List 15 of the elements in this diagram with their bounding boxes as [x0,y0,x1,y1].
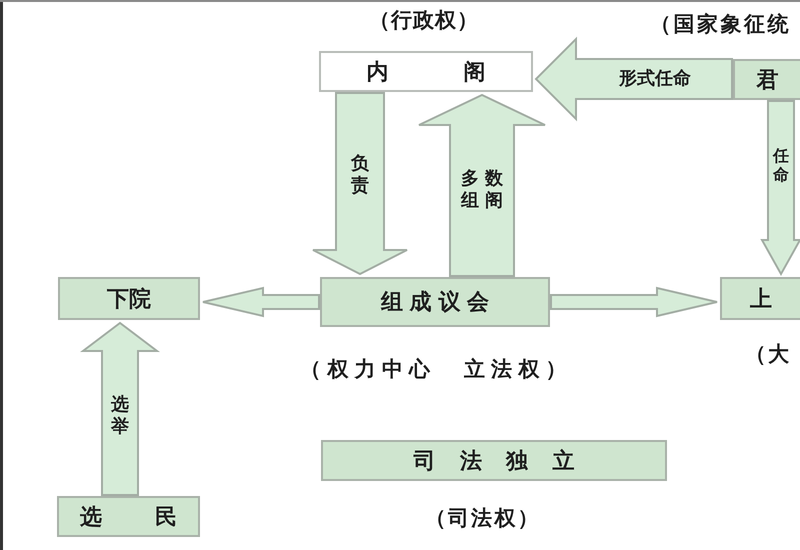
caption-text: （司法权） [425,506,540,532]
caption-text: （行政权） [368,8,480,34]
edge-label: 任命 [772,146,790,184]
edge-label: 形式任命 [619,68,691,90]
caption-text: （国家象征统 [650,12,792,38]
edge-label: 负责 [350,153,370,197]
text-box: 下院 [58,277,200,320]
caption-text: （大 [745,342,792,368]
text-box: 组成议会 [320,277,550,327]
text-box: 内阁 [319,51,533,92]
text-box: 君 [733,59,800,100]
text-box: 司法独立 [321,440,667,481]
text-box: 上 [720,277,800,320]
text-box: 选民 [57,496,200,537]
caption-text: （权力中心 立法权） [300,357,573,382]
